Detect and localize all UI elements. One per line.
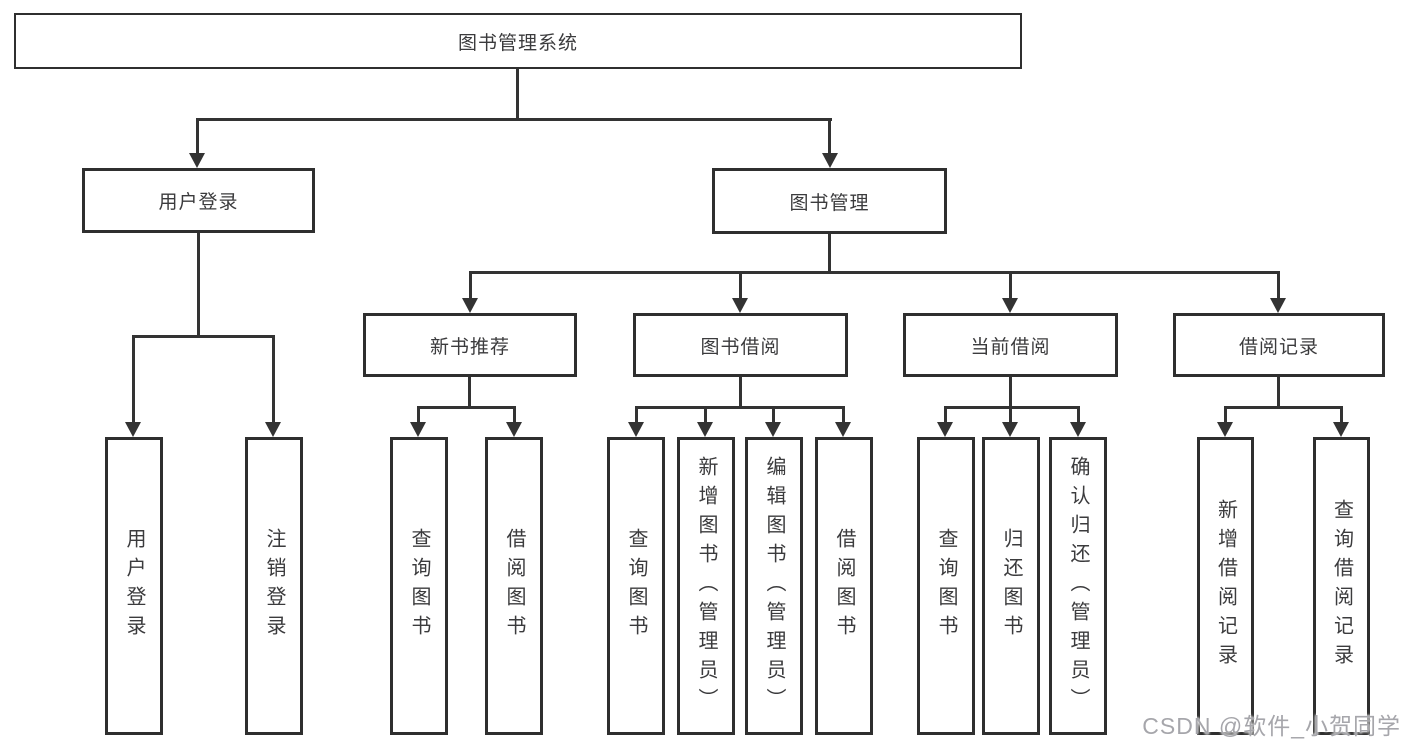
node-user-login: 用户登录 <box>82 168 315 233</box>
arrowhead-icon <box>1217 422 1233 437</box>
arrowhead-icon <box>265 422 281 437</box>
connector-line <box>469 271 1280 274</box>
connector-line <box>516 68 519 120</box>
arrowhead-icon <box>732 298 748 313</box>
connector-line <box>635 406 638 424</box>
node-label: 查询图书 <box>625 528 647 644</box>
node-label: 图书管理系统 <box>457 32 578 54</box>
csdn-watermark: CSDN @软件_小贺同学 <box>1142 713 1401 739</box>
arrowhead-icon <box>765 422 781 437</box>
connector-line <box>1009 376 1012 409</box>
leaf-confirm-return-admin: 确认归还（管理员） <box>1049 437 1107 735</box>
leaf-add-borrow-record: 新增借阅记录 <box>1197 437 1254 735</box>
arrowhead-icon <box>189 153 205 168</box>
connector-line <box>132 335 275 338</box>
leaf-return-books: 归还图书 <box>982 437 1040 735</box>
connector-line <box>272 335 275 424</box>
node-new-book-recommend: 新书推荐 <box>363 313 577 377</box>
node-label: 查询借阅记录 <box>1330 499 1353 673</box>
node-current-borrow: 当前借阅 <box>903 313 1118 377</box>
arrowhead-icon <box>1070 422 1086 437</box>
node-label: 新书推荐 <box>429 336 510 358</box>
node-label: 查询图书 <box>408 528 430 644</box>
leaf-edit-books-admin: 编辑图书（管理员） <box>745 437 803 735</box>
node-borrow-records: 借阅记录 <box>1173 313 1385 377</box>
connector-line <box>469 271 472 300</box>
node-label: 借阅图书 <box>503 528 525 644</box>
connector-line <box>1224 406 1227 424</box>
node-label: 借阅记录 <box>1238 336 1319 358</box>
connector-line <box>1009 271 1012 300</box>
connector-line <box>772 406 775 424</box>
arrowhead-icon <box>1002 298 1018 313</box>
leaf-newbook-query-books: 查询图书 <box>390 437 448 735</box>
arrowhead-icon <box>506 422 522 437</box>
arrowhead-icon <box>1333 422 1349 437</box>
connector-line <box>944 406 1080 409</box>
leaf-user-login: 用户登录 <box>105 437 163 735</box>
connector-line <box>417 406 516 409</box>
connector-line <box>1340 406 1343 424</box>
leaf-add-books-admin: 新增图书（管理员） <box>677 437 735 735</box>
arrowhead-icon <box>1270 298 1286 313</box>
connector-line <box>1009 406 1012 424</box>
leaf-borrow-query-books: 查询图书 <box>607 437 665 735</box>
leaf-query-borrow-record: 查询借阅记录 <box>1313 437 1370 735</box>
connector-line <box>842 406 845 424</box>
arrowhead-icon <box>697 422 713 437</box>
connector-line <box>513 406 516 424</box>
node-label: 新增借阅记录 <box>1214 499 1237 673</box>
arrowhead-icon <box>628 422 644 437</box>
node-label: 当前借阅 <box>970 336 1051 358</box>
node-book-management: 图书管理 <box>712 168 947 234</box>
node-label: 归还图书 <box>1000 528 1022 644</box>
node-label: 编辑图书（管理员） <box>763 455 785 717</box>
arrowhead-icon <box>125 422 141 437</box>
node-label: 借阅图书 <box>833 528 855 644</box>
connector-line <box>828 118 831 155</box>
connector-line <box>196 118 832 121</box>
connector-line <box>1277 271 1280 300</box>
connector-line <box>1277 376 1280 409</box>
connector-line <box>468 376 471 409</box>
arrowhead-icon <box>835 422 851 437</box>
arrowhead-icon <box>410 422 426 437</box>
connector-line <box>704 406 707 424</box>
arrowhead-icon <box>822 153 838 168</box>
node-label: 查询图书 <box>935 528 957 644</box>
arrowhead-icon <box>1002 422 1018 437</box>
node-label: 注销登录 <box>263 528 285 644</box>
leaf-logout: 注销登录 <box>245 437 303 735</box>
leaf-newbook-borrow-books: 借阅图书 <box>485 437 543 735</box>
connector-line <box>944 406 947 424</box>
connector-line <box>1224 406 1343 409</box>
connector-line <box>417 406 420 424</box>
node-label: 图书管理 <box>789 192 870 214</box>
leaf-current-query-books: 查询图书 <box>917 437 975 735</box>
node-label: 新增图书（管理员） <box>695 455 717 717</box>
leaf-borrow-books: 借阅图书 <box>815 437 873 735</box>
connector-line <box>132 335 135 424</box>
connector-line <box>739 271 742 300</box>
arrowhead-icon <box>937 422 953 437</box>
connector-line <box>1077 406 1080 424</box>
connector-line <box>197 232 200 337</box>
node-label: 用户登录 <box>158 192 239 213</box>
arrowhead-icon <box>462 298 478 313</box>
node-label: 用户登录 <box>123 528 145 644</box>
node-library-management-system: 图书管理系统 <box>14 13 1022 69</box>
connector-line <box>828 233 831 274</box>
connector-line <box>196 118 199 155</box>
node-label: 图书借阅 <box>700 336 781 358</box>
connector-line <box>635 406 845 409</box>
node-label: 确认归还（管理员） <box>1067 455 1089 717</box>
node-book-borrow: 图书借阅 <box>633 313 848 377</box>
connector-line <box>739 376 742 409</box>
